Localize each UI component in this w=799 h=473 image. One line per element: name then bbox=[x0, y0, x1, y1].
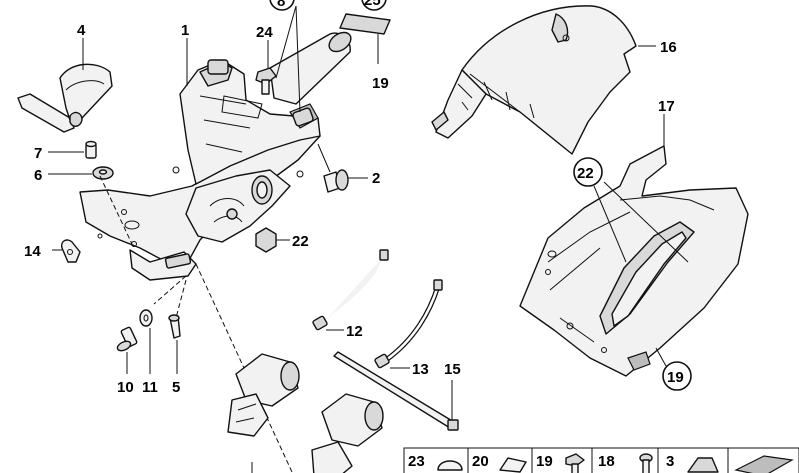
callout-5: 5 bbox=[172, 379, 180, 396]
alignment-line-d bbox=[175, 279, 187, 319]
callout-13: 13 bbox=[412, 361, 429, 378]
legend-label-3: 3 bbox=[666, 453, 674, 470]
leader-8 bbox=[275, 5, 297, 79]
callout-2: 2 bbox=[372, 170, 380, 187]
leader-19 bbox=[655, 347, 667, 367]
washer-part bbox=[92, 166, 114, 180]
callout-19: 19 bbox=[667, 369, 684, 386]
callout-24: 22 bbox=[292, 233, 309, 250]
lower-shroud-part bbox=[519, 145, 749, 377]
callout-circle-20 bbox=[573, 157, 603, 187]
callout-25: 25 bbox=[364, 0, 381, 9]
bolt-22-part bbox=[255, 67, 277, 95]
legend-label-18: 18 bbox=[598, 453, 615, 470]
clamp-lever-part bbox=[17, 63, 113, 133]
nut-24-part bbox=[255, 227, 277, 253]
alignment-line-a bbox=[99, 175, 133, 245]
callout-10: 10 bbox=[117, 379, 134, 396]
callout-4: 4 bbox=[77, 22, 86, 39]
callout-1: 1 bbox=[181, 22, 189, 39]
screw-5-part bbox=[168, 314, 181, 339]
callout-20: 22 bbox=[577, 165, 594, 182]
fastener-legend: 23 20 19 18 3 bbox=[403, 447, 799, 473]
callout-22: 24 bbox=[256, 24, 273, 41]
legend-label-20: 20 bbox=[472, 453, 489, 470]
callout-21: 19 bbox=[372, 75, 389, 92]
cable-tie-part bbox=[333, 351, 459, 431]
clip-part bbox=[60, 239, 81, 263]
callout-11: 11 bbox=[142, 379, 158, 396]
motor-upper-part bbox=[227, 353, 300, 437]
legend-pad-part bbox=[734, 455, 794, 473]
bushing-part bbox=[85, 140, 97, 159]
callout-17: 17 bbox=[658, 98, 675, 115]
callout-12: 12 bbox=[346, 323, 363, 340]
screw-10-part bbox=[116, 326, 138, 352]
alignment-line-c bbox=[153, 275, 187, 305]
steering-column-bracket-part bbox=[79, 31, 352, 281]
leader-8b bbox=[295, 5, 301, 113]
leader-20 bbox=[593, 185, 627, 263]
callout-16: 16 bbox=[660, 39, 677, 56]
cable-12-part bbox=[312, 249, 389, 331]
callout-circle-25 bbox=[361, 0, 387, 11]
upper-shroud-part bbox=[431, 5, 637, 155]
leader-2b bbox=[317, 143, 331, 173]
washer-11-part bbox=[139, 309, 153, 327]
cable-13-part bbox=[374, 279, 443, 369]
callout-15: 15 bbox=[444, 361, 461, 378]
motor-lower-part bbox=[311, 393, 384, 473]
callout-circle-8 bbox=[269, 0, 295, 11]
callout-8: 8 bbox=[277, 0, 285, 10]
pad-part bbox=[339, 13, 391, 35]
legend-label-23: 23 bbox=[408, 453, 425, 470]
callout-circle-19 bbox=[662, 361, 692, 391]
leader-20b bbox=[603, 181, 689, 263]
screw-2-part bbox=[323, 169, 349, 193]
callout-7: 7 bbox=[34, 145, 42, 162]
callout-14: 14 bbox=[24, 243, 41, 260]
legend-label-19: 19 bbox=[536, 453, 553, 470]
callout-6: 6 bbox=[34, 167, 42, 184]
